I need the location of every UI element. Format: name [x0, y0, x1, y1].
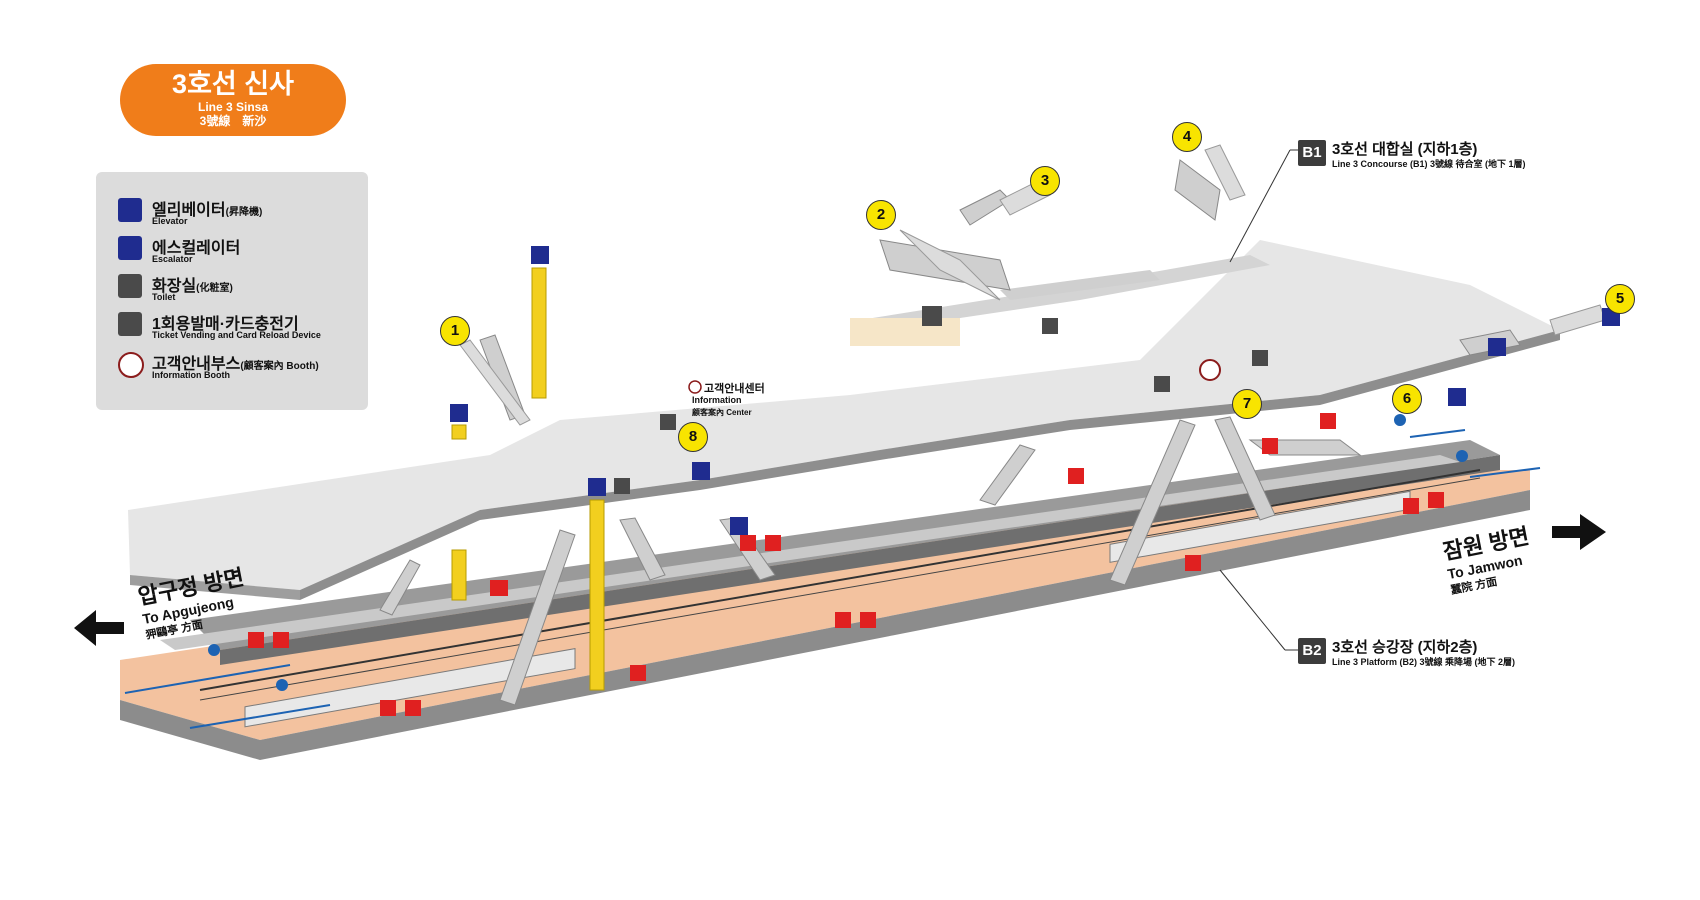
level-code-b1: B1: [1298, 140, 1326, 166]
elevator-escalator-markers: [450, 246, 1620, 535]
concourse-level-b1: [128, 240, 1560, 600]
leader-line-b1: [1229, 149, 1291, 263]
legend-label-en: Elevator: [152, 216, 188, 226]
elevator-shaft: [531, 267, 547, 399]
exit-8-badge[interactable]: 8: [678, 422, 708, 452]
elevator-icon: [118, 198, 142, 222]
left-direction-arrow: [74, 610, 124, 646]
legend-label-en: Toilet: [152, 292, 176, 302]
level-title-b2: 3호선 승강장 (지하2층): [1332, 639, 1478, 656]
information-icon: [688, 380, 702, 394]
legend-panel: 엘리베이터(昇降機) Elevator 에스컬레이터 Escalator 화장실…: [96, 172, 368, 410]
train-left: [244, 648, 576, 728]
legend-hanja: (昇降機): [225, 207, 263, 218]
station-name-korean: 3호선 신사: [172, 69, 294, 99]
legend-label: 고객안내부스: [152, 356, 241, 373]
station-name-badge: 3호선 신사 Line 3 Sinsa 3號線 新沙: [120, 64, 346, 136]
exit-4-badge[interactable]: 4: [1172, 122, 1202, 152]
legend-label: 엘리베이터: [152, 202, 226, 219]
info-center-label-en2: 顧客案內 Center: [692, 408, 752, 417]
elevator-shaft: [451, 549, 467, 601]
station-name-hanja: 3號線 新沙: [199, 114, 267, 128]
passenger-figures: [208, 414, 1468, 691]
level-subtitle-b1: Line 3 Concourse (B1) 3號線 待合室 (地下 1層): [1332, 159, 1526, 169]
exit-6-badge[interactable]: 6: [1392, 384, 1422, 414]
legend-label: 화장실: [152, 278, 197, 295]
stairs-group: [379, 159, 1521, 706]
leader-line-b2: [1219, 569, 1286, 651]
exit-7-badge[interactable]: 7: [1232, 389, 1262, 419]
legend-label: 에스컬레이터: [152, 240, 241, 257]
legend-label: 1회용발매·카드충전기: [152, 316, 299, 333]
info-center-label-en: Information: [692, 395, 742, 405]
station-name-english: Line 3 Sinsa: [197, 100, 269, 114]
emergency-icons: [248, 413, 1444, 716]
toilet-icon: [118, 274, 142, 298]
info-center-label-ko: 고객안내센터: [704, 383, 765, 395]
escalator-icon: [118, 236, 142, 260]
exit-3-badge[interactable]: 3: [1030, 166, 1060, 196]
level-code-b2: B2: [1298, 638, 1326, 664]
level-subtitle-b2: Line 3 Platform (B2) 3號線 乘降場 (地下 2層): [1332, 657, 1516, 667]
information-icon: [1199, 359, 1221, 381]
ticket-machine-icon: [118, 312, 142, 336]
exit-1-badge[interactable]: 1: [440, 316, 470, 346]
elevator-shaft: [589, 499, 605, 691]
direction-arrow: [1469, 467, 1541, 478]
legend-hanja: (化粧室): [196, 283, 233, 294]
exit-5-badge[interactable]: 5: [1605, 284, 1635, 314]
direction-arrow: [124, 664, 291, 694]
toilet-area: [850, 318, 960, 346]
toilet-icon: [922, 306, 942, 326]
exit-2-badge[interactable]: 2: [866, 200, 896, 230]
information-icon: [118, 352, 144, 378]
legend-hanja: (顧客案內 Booth): [240, 361, 319, 372]
direction-arrow: [1409, 429, 1466, 438]
direction-arrow: [189, 704, 331, 729]
elevator-shaft: [451, 424, 467, 440]
legend-label-en: Information Booth: [152, 370, 230, 380]
level-title-b1: 3호선 대합실 (지하1층): [1332, 141, 1478, 158]
legend-label-en: Escalator: [152, 254, 193, 264]
right-direction-arrow: [1552, 514, 1606, 550]
ticket-machine-icons: [614, 318, 1268, 494]
legend-label-en: Ticket Vending and Card Reload Device: [152, 330, 321, 340]
